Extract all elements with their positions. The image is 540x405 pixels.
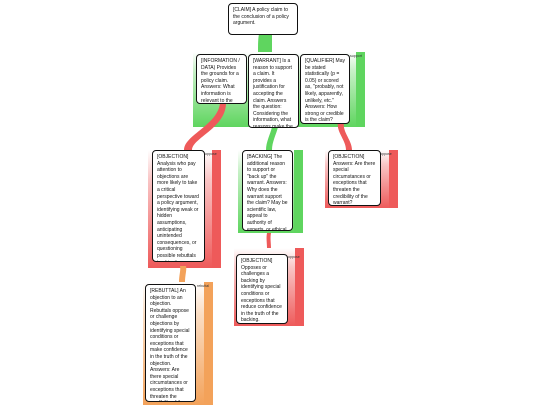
backing-connector: [266, 127, 278, 150]
backing-node[interactable]: [BACKING] The additional reason to suppo…: [242, 150, 293, 231]
qualifier-node[interactable]: [QUALIFIER] May be stated statistically …: [300, 54, 350, 124]
information-node[interactable]: [INFORMATION / DATA) Provides the ground…: [196, 54, 247, 104]
warrant-node[interactable]: [WARRANT] Is a reason to support a claim…: [248, 54, 299, 128]
backing-group-strip: [294, 150, 303, 233]
rebuttal-group-strip: [204, 282, 213, 405]
claim-node[interactable]: [CLAIM] A policy claim to the conclusion…: [228, 3, 298, 35]
oppose-group-2-strip: [295, 248, 304, 326]
oppose-group-1-strip: [212, 150, 221, 268]
oppose-tag-2: oppose: [288, 255, 300, 259]
objection-node-2[interactable]: [OBJECTION] Opposes or challenges a back…: [236, 254, 288, 324]
rebuttal-node[interactable]: [REBUTTAL] An objection to an objection.…: [145, 284, 196, 402]
objection-node-3[interactable]: [OBJECTION] Answers: Are there special c…: [328, 150, 381, 206]
objection-node-1[interactable]: [OBJECTION] Analysis who pay attention t…: [152, 150, 205, 262]
oppose-connector-2: [266, 233, 271, 248]
oppose-connector-3: [337, 122, 352, 150]
support-group-strip: [356, 52, 365, 127]
oppose-tag-1: oppose: [205, 152, 217, 156]
oppose-connector-1: [184, 103, 226, 150]
support-tag: support: [350, 54, 362, 58]
rebuttal-connector: [179, 266, 187, 282]
rebuttal-tag: rebuttal: [197, 284, 209, 288]
oppose-group-3-strip: [389, 150, 398, 208]
oppose-tag-3: oppose: [380, 152, 392, 156]
